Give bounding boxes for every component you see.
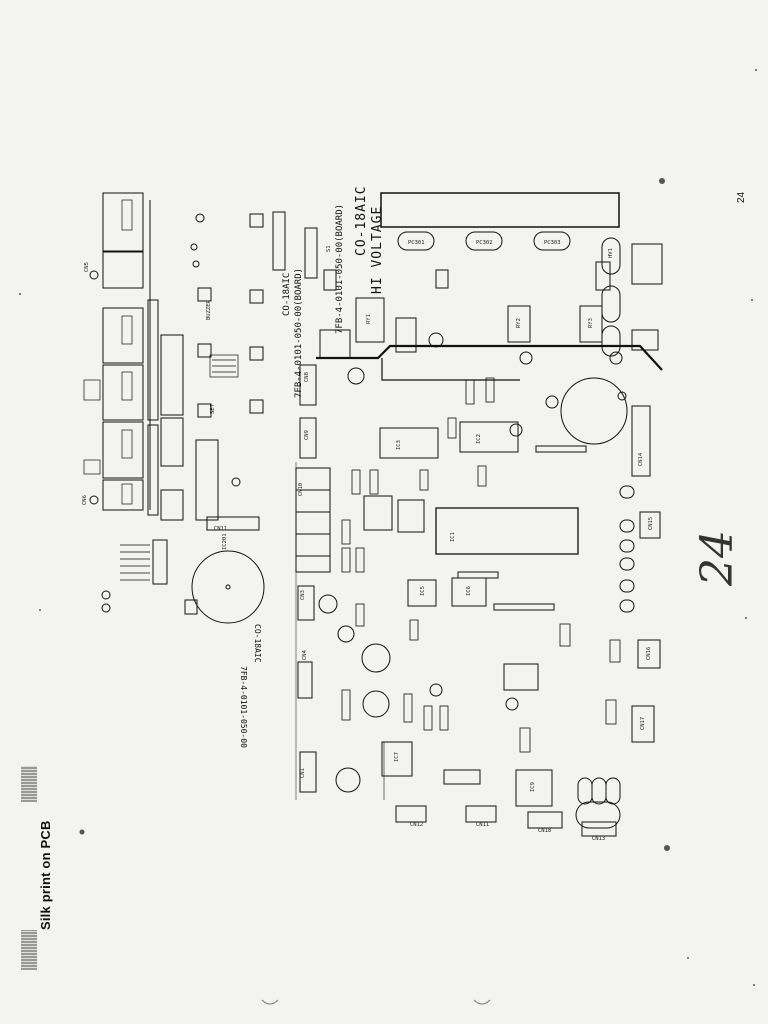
svg-text:RY2: RY2 bbox=[516, 318, 522, 328]
ic-chip bbox=[160, 417, 184, 467]
svg-text:S1: S1 bbox=[326, 245, 332, 252]
board-part-number-mid: 7FB-4-0101-050-00(BOARD) bbox=[294, 267, 304, 398]
board-part-number-bottom: 7FB-4-0101-050-00 bbox=[239, 666, 248, 748]
ic-chip bbox=[515, 769, 553, 807]
tact-switch bbox=[249, 399, 264, 414]
ic-chip bbox=[272, 211, 286, 271]
handwritten-page-number: 24 bbox=[692, 530, 743, 586]
ic-chip bbox=[379, 427, 439, 459]
svg-text:IC1: IC1 bbox=[450, 532, 456, 542]
relay-block bbox=[102, 479, 144, 511]
board-model-label-bottom: CO-18AIC bbox=[253, 624, 262, 663]
board-model-label-mid: CO-18AIC bbox=[282, 272, 292, 316]
svg-text:CN18: CN18 bbox=[538, 828, 551, 834]
svg-text:CN8: CN8 bbox=[304, 372, 310, 382]
component-label-list: CN1 CN2 CN3 CN4 CN5 CN6 CN7 CN8 CN9 CN10… bbox=[560, 880, 710, 881]
relay bbox=[355, 297, 385, 343]
svg-text:IC7: IC7 bbox=[394, 752, 400, 762]
caption-bar-top bbox=[21, 766, 37, 802]
buzzer-outline bbox=[191, 550, 265, 624]
svg-text:CN12: CN12 bbox=[410, 822, 423, 828]
page-number: 24 bbox=[736, 191, 747, 203]
ic-chip bbox=[304, 227, 318, 279]
relay-block bbox=[102, 421, 144, 479]
connector bbox=[299, 364, 317, 406]
ic-chip bbox=[206, 516, 260, 531]
svg-text:CN4: CN4 bbox=[302, 649, 308, 660]
silk-print-caption: Silk print on PCB bbox=[38, 820, 53, 930]
svg-text:CN11: CN11 bbox=[476, 822, 489, 828]
relay-block bbox=[102, 364, 144, 421]
tact-switch bbox=[197, 403, 212, 418]
relay bbox=[579, 305, 603, 343]
svg-text:HV1: HV1 bbox=[608, 248, 614, 258]
relay-block bbox=[102, 251, 144, 289]
relay-block bbox=[102, 192, 144, 252]
ic-chip bbox=[503, 663, 539, 691]
svg-text:CN3: CN3 bbox=[300, 590, 306, 600]
svg-text:CN5: CN5 bbox=[84, 262, 90, 272]
board-part-number-top: 7FB-4-0101-050-00(BOARD) bbox=[335, 203, 345, 334]
ic-chip bbox=[435, 507, 579, 555]
tact-switch bbox=[197, 343, 212, 358]
ic-chip bbox=[459, 421, 519, 453]
ic-chip bbox=[160, 334, 184, 416]
svg-text:IC201: IC201 bbox=[222, 533, 228, 550]
svg-text:PC303: PC303 bbox=[544, 240, 561, 246]
caption-bar-bottom bbox=[21, 930, 37, 970]
ic-chip bbox=[397, 499, 425, 533]
svg-text:RY3: RY3 bbox=[588, 318, 594, 328]
svg-text:CN11: CN11 bbox=[214, 526, 227, 532]
tact-switch bbox=[249, 213, 264, 228]
ic-chip bbox=[195, 439, 219, 521]
ic-chip bbox=[407, 579, 437, 607]
svg-text:CN13: CN13 bbox=[592, 836, 605, 842]
svg-text:CN17: CN17 bbox=[640, 717, 646, 730]
large-capacitor-outline bbox=[560, 377, 628, 445]
svg-text:SET: SET bbox=[210, 403, 216, 414]
svg-text:CN14: CN14 bbox=[638, 452, 644, 466]
svg-text:IC5: IC5 bbox=[420, 586, 426, 596]
svg-text:CN9: CN9 bbox=[304, 430, 310, 440]
svg-text:CN15: CN15 bbox=[648, 517, 654, 530]
svg-text:PC302: PC302 bbox=[476, 240, 493, 246]
hi-voltage-label: HI VOLTAGE bbox=[370, 205, 385, 294]
svg-text:IC9: IC9 bbox=[530, 782, 536, 792]
heatsink-bar bbox=[380, 192, 620, 228]
svg-text:IC3: IC3 bbox=[396, 440, 402, 450]
svg-text:CN16: CN16 bbox=[646, 647, 652, 660]
ic-chip bbox=[381, 741, 413, 777]
ic-chip bbox=[363, 495, 393, 531]
board-model-label: CO-18AIC bbox=[354, 185, 369, 256]
tact-switch bbox=[249, 346, 264, 361]
tact-switch bbox=[249, 289, 264, 304]
tact-switch bbox=[197, 287, 212, 302]
connector bbox=[299, 417, 317, 459]
svg-text:CN10: CN10 bbox=[298, 483, 304, 496]
svg-text:IC2: IC2 bbox=[476, 434, 482, 444]
relay bbox=[507, 305, 531, 343]
svg-text:BUZZER: BUZZER bbox=[206, 299, 212, 320]
svg-text:CN1: CN1 bbox=[300, 768, 306, 778]
svg-text:PC301: PC301 bbox=[408, 240, 425, 246]
svg-text:IC6: IC6 bbox=[466, 586, 472, 596]
relay-block bbox=[102, 307, 144, 364]
ic-chip bbox=[160, 489, 184, 521]
svg-text:CN6: CN6 bbox=[82, 495, 88, 505]
svg-text:RY1: RY1 bbox=[366, 314, 372, 324]
